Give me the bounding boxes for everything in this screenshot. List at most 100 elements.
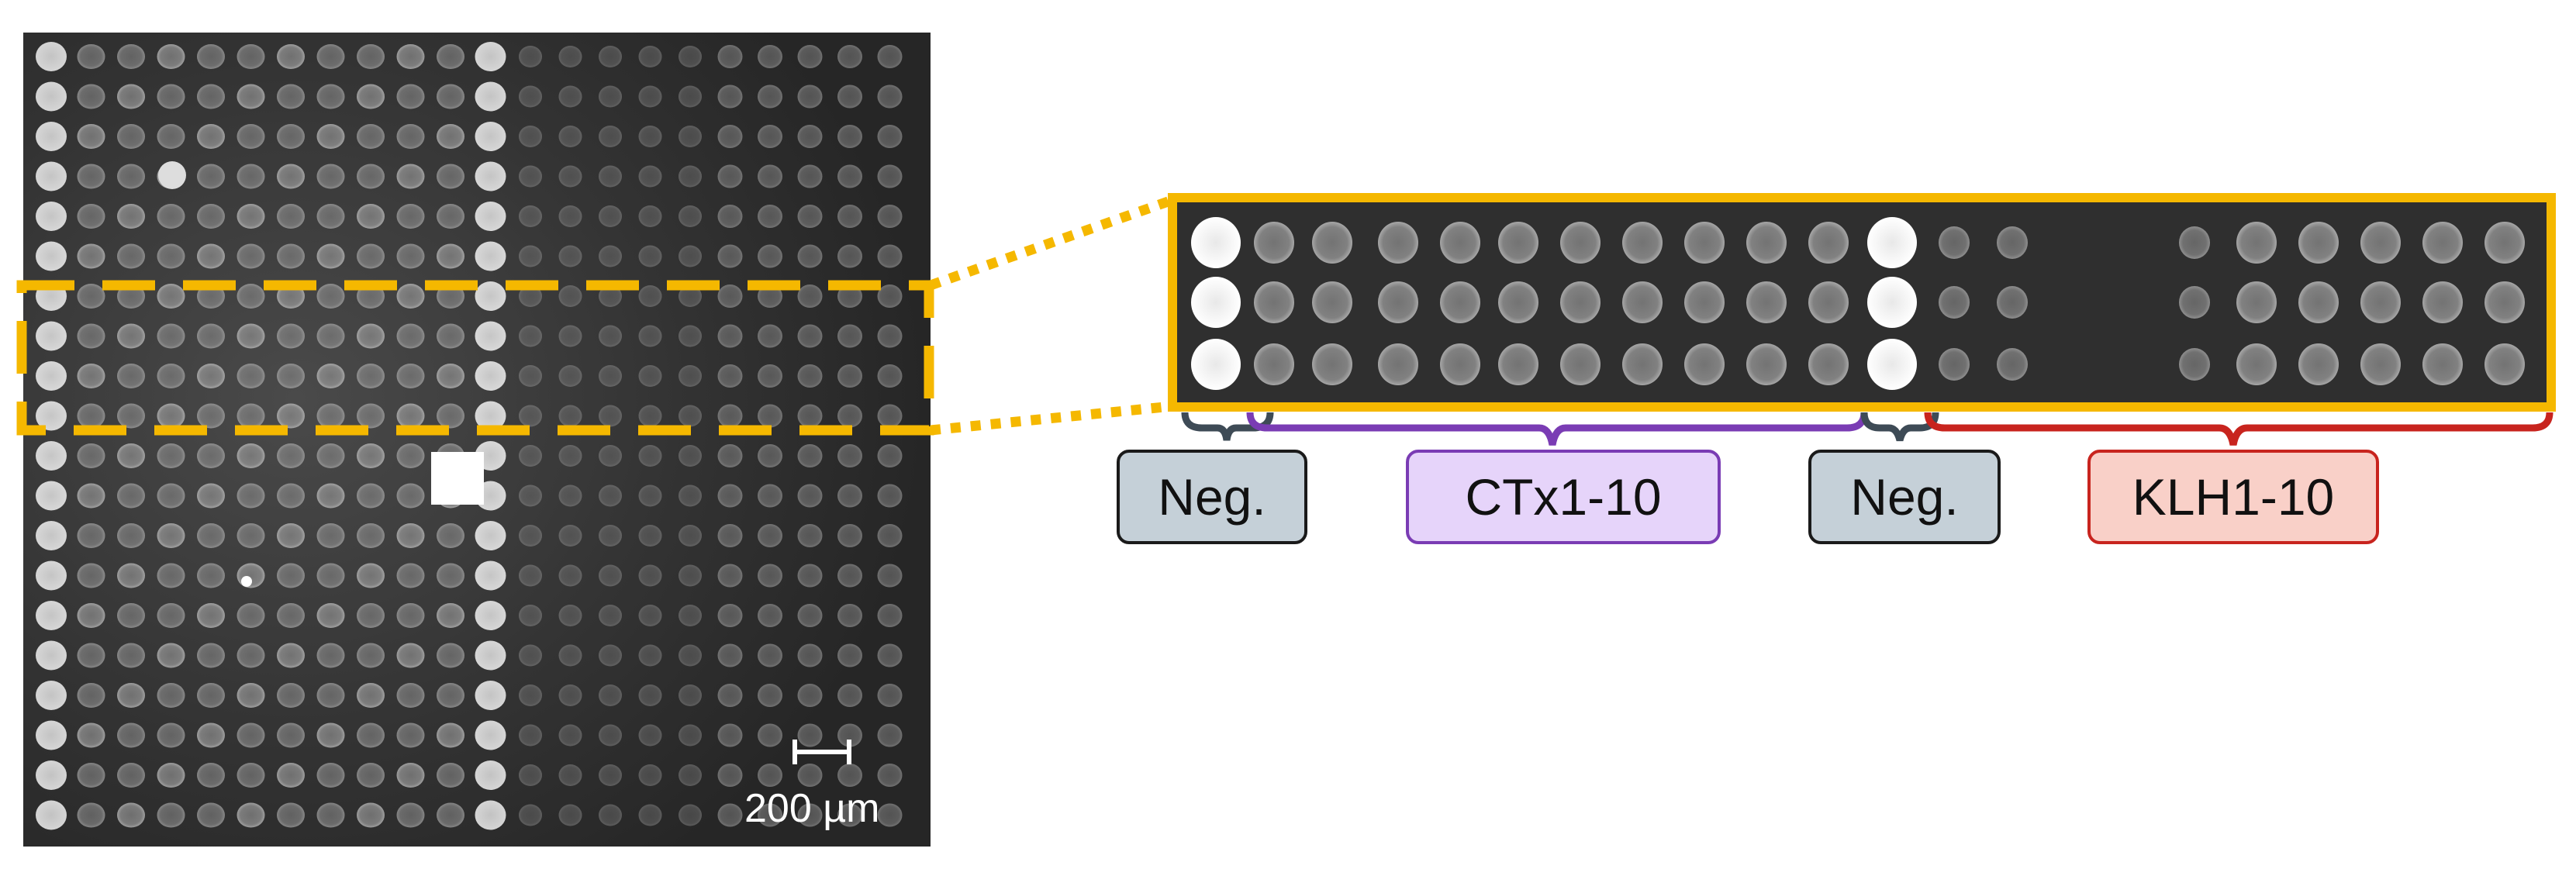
zoom-spot	[2179, 348, 2210, 381]
array-spot	[316, 603, 345, 628]
array-spot	[237, 243, 265, 269]
array-spot	[396, 643, 425, 668]
array-spot	[877, 564, 903, 588]
array-spot	[117, 483, 145, 509]
array-spot	[638, 485, 662, 507]
array-spot	[357, 364, 385, 388]
array-spot	[877, 764, 903, 787]
array-spot	[316, 284, 345, 309]
zoom-spot	[1997, 286, 2028, 319]
ctx-brace	[1246, 412, 1868, 446]
array-spot	[638, 85, 662, 108]
array-spot	[877, 244, 903, 268]
array-spot	[197, 403, 225, 429]
array-spot	[437, 563, 464, 588]
array-spot	[437, 802, 464, 828]
array-spot	[77, 763, 105, 788]
array-spot	[357, 84, 385, 109]
array-spot	[437, 44, 464, 69]
zoom-spot	[1622, 281, 1663, 323]
array-spot	[758, 244, 782, 268]
array-spot	[638, 724, 662, 747]
zoom-spot	[1684, 281, 1725, 323]
selection-highlight	[16, 280, 934, 436]
zoom-spot	[2360, 222, 2401, 264]
zoom-spot	[2360, 343, 2401, 385]
array-spot	[316, 443, 345, 468]
array-spot	[717, 803, 743, 827]
array-spot	[599, 205, 622, 227]
array-spot	[758, 45, 782, 68]
zoom-spot	[1808, 343, 1849, 385]
array-spot	[717, 45, 743, 68]
zoom-spot	[1746, 281, 1787, 323]
array-spot	[316, 204, 345, 229]
array-spot	[638, 804, 662, 826]
array-spot	[77, 802, 105, 828]
array-spot	[599, 285, 622, 307]
array-spot	[758, 324, 782, 348]
array-spot	[237, 483, 265, 509]
array-spot	[36, 161, 67, 191]
zoom-spot	[2179, 286, 2210, 319]
array-spot	[558, 764, 582, 786]
array-spot	[877, 324, 903, 348]
array-spot	[877, 364, 903, 388]
array-spot	[396, 603, 425, 628]
array-spot	[396, 44, 425, 69]
array-spot	[77, 563, 105, 588]
array-spot	[36, 760, 67, 790]
array-spot	[357, 563, 385, 588]
array-spot	[157, 523, 185, 548]
array-spot	[797, 244, 823, 268]
zoom-spot	[1440, 343, 1480, 385]
array-spot	[599, 126, 622, 147]
neg-right-text: Neg.	[1850, 468, 1958, 526]
bright-debris	[158, 161, 186, 189]
array-spot	[157, 284, 185, 309]
array-spot	[638, 205, 662, 227]
array-spot	[717, 524, 743, 547]
zoom-spot	[1440, 222, 1480, 264]
array-spot	[837, 604, 862, 627]
array-spot	[837, 444, 862, 467]
array-spot	[837, 684, 862, 707]
array-spot	[316, 124, 345, 149]
array-spot	[157, 364, 185, 388]
array-spot	[519, 285, 542, 307]
array-spot	[77, 722, 105, 748]
array-spot	[758, 125, 782, 148]
array-spot	[717, 284, 743, 308]
array-spot	[357, 443, 385, 468]
array-spot	[758, 723, 782, 747]
array-spot	[638, 764, 662, 786]
array-spot	[117, 44, 145, 69]
array-spot	[316, 364, 345, 388]
array-spot	[237, 164, 265, 189]
array-spot	[638, 126, 662, 147]
array-spot	[638, 285, 662, 307]
array-spot	[197, 563, 225, 588]
array-spot	[797, 604, 823, 627]
array-spot	[437, 683, 464, 708]
zoom-spot	[1622, 343, 1663, 385]
array-spot	[877, 125, 903, 148]
array-spot	[638, 365, 662, 387]
array-spot	[396, 563, 425, 588]
zoom-spot	[2422, 281, 2463, 323]
array-spot	[237, 284, 265, 309]
array-spot	[77, 403, 105, 429]
array-spot	[396, 243, 425, 269]
array-spot	[717, 364, 743, 388]
array-spot	[797, 564, 823, 588]
array-spot	[237, 683, 265, 708]
array-spot	[797, 684, 823, 707]
array-spot	[197, 44, 225, 69]
array-spot	[475, 241, 506, 271]
array-spot	[558, 804, 582, 826]
array-spot	[475, 202, 506, 231]
neg-left-label: Neg.	[1117, 450, 1307, 544]
array-spot	[396, 722, 425, 748]
array-spot	[357, 483, 385, 509]
array-spot	[77, 364, 105, 388]
